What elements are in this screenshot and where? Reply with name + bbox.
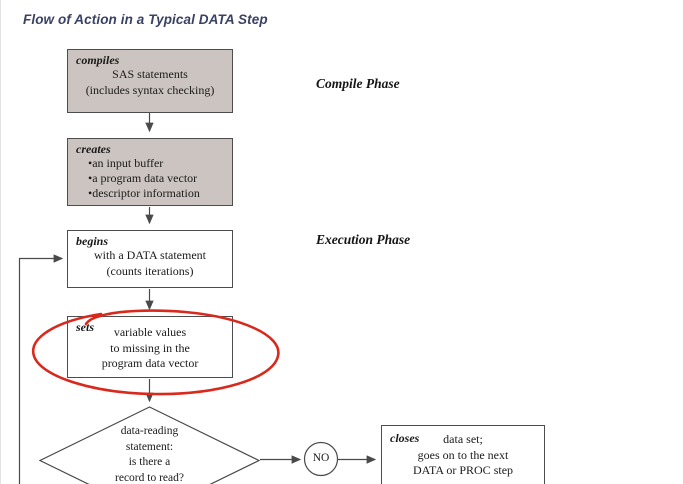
box-begins: begins with a DATA statement (counts ite… [67, 230, 233, 288]
decision-line-3: is there a [128, 456, 171, 468]
no-label: NO [312, 452, 330, 464]
compiles-line-1: SAS statements [112, 67, 188, 81]
feedback-loop-line [18, 254, 64, 484]
sets-line-3: program data vector [101, 356, 199, 370]
phase-label-execution: Execution Phase [316, 232, 411, 247]
decision-line-4: record to read? [115, 471, 184, 484]
sets-line-1: variable values [113, 325, 187, 339]
decision-diamond [38, 406, 261, 484]
box-closes: closes data set; goes on to the next DAT… [381, 425, 545, 484]
begins-line-2: (counts iterations) [106, 263, 194, 278]
decision-line-1: data-reading [120, 425, 179, 437]
sets-line-2: to missing in the [110, 340, 190, 355]
closes-line-1: data set; [443, 432, 483, 446]
begins-keyword: begins [76, 234, 109, 248]
creates-bullet-1: an input buffer [88, 156, 200, 171]
decision-line-2: statement: [125, 440, 174, 453]
decision-text: data-reading statement: is there a recor… [87, 424, 212, 484]
creates-bullet-2: a program data vector [88, 171, 200, 186]
box-creates: creates an input buffer a program data v… [67, 138, 233, 206]
closes-line-2: goes on to the next [417, 447, 509, 462]
no-connector-circle [303, 441, 339, 477]
compiles-line-2: (includes syntax checking) [85, 82, 215, 97]
closes-keyword: closes [390, 431, 420, 445]
compiles-keyword: compiles [76, 53, 120, 67]
closes-line-3: DATA or PROC step [412, 463, 514, 477]
box-sets: sets variable values to missing in the p… [67, 316, 233, 378]
box-compiles: compiles SAS statements (includes syntax… [67, 49, 233, 113]
creates-keyword: creates [76, 142, 111, 156]
phase-label-compile: Compile Phase [316, 76, 400, 91]
begins-line-1: with a DATA statement [93, 248, 207, 262]
creates-bullet-3: descriptor information [88, 186, 200, 201]
page-title: Flow of Action in a Typical DATA Step [23, 12, 268, 27]
